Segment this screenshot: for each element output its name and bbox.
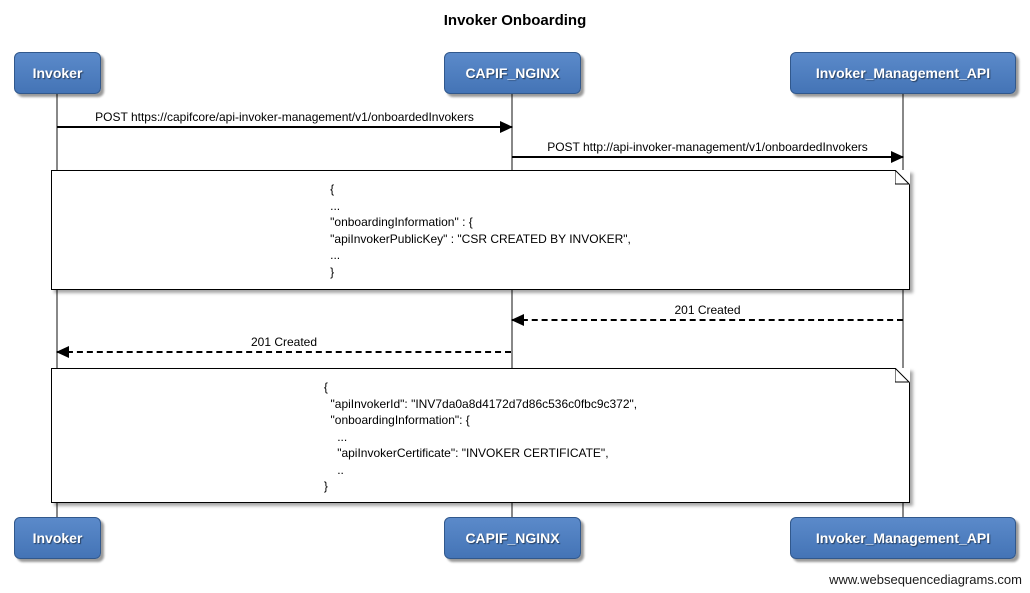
lifeline-invoker bbox=[56, 94, 58, 518]
note-response-body: { "apiInvokerId": "INV7da0a8d4172d7d86c5… bbox=[51, 368, 910, 503]
actor-label: Invoker bbox=[32, 65, 83, 81]
actor-label: Invoker bbox=[32, 530, 83, 546]
arrowhead-left-icon bbox=[511, 314, 524, 326]
message-label: POST http://api-invoker-management/v1/on… bbox=[547, 140, 868, 154]
message-line bbox=[57, 351, 511, 353]
actor-invoker-bottom: Invoker bbox=[14, 517, 101, 559]
message-label: 201 Created bbox=[250, 335, 318, 349]
message-label: 201 Created bbox=[674, 303, 741, 317]
actor-invoker-top: Invoker bbox=[14, 52, 101, 94]
note-fold-icon bbox=[895, 368, 910, 383]
message-line bbox=[57, 126, 512, 128]
lifeline-capif-nginx bbox=[511, 94, 513, 518]
arrowhead-left-icon bbox=[56, 346, 69, 358]
actor-invoker-management-api-top: Invoker_Management_API bbox=[790, 52, 1016, 94]
actor-label: Invoker_Management_API bbox=[815, 530, 991, 546]
message-line bbox=[512, 156, 903, 158]
actor-capif-nginx-top: CAPIF_NGINX bbox=[444, 52, 581, 94]
actor-label: CAPIF_NGINX bbox=[465, 530, 560, 546]
message-label: POST https://capifcore/api-invoker-manag… bbox=[95, 110, 474, 124]
message-line bbox=[512, 319, 903, 321]
arrowhead-right-icon bbox=[891, 151, 904, 163]
watermark: www.websequencediagrams.com bbox=[829, 572, 1022, 587]
note-text: { ... "onboardingInformation" : { "apiIn… bbox=[330, 182, 631, 279]
actor-label: Invoker_Management_API bbox=[815, 65, 991, 81]
arrowhead-right-icon bbox=[500, 121, 513, 133]
note-fold-icon bbox=[895, 170, 910, 185]
actor-capif-nginx-bottom: CAPIF_NGINX bbox=[444, 517, 581, 559]
note-text: { "apiInvokerId": "INV7da0a8d4172d7d86c5… bbox=[323, 380, 638, 493]
lifeline-invoker-management-api bbox=[902, 94, 904, 518]
actor-invoker-management-api-bottom: Invoker_Management_API bbox=[790, 517, 1016, 559]
actor-label: CAPIF_NGINX bbox=[465, 65, 560, 81]
diagram-title: Invoker Onboarding bbox=[443, 12, 587, 29]
note-request-body: { ... "onboardingInformation" : { "apiIn… bbox=[51, 170, 910, 290]
